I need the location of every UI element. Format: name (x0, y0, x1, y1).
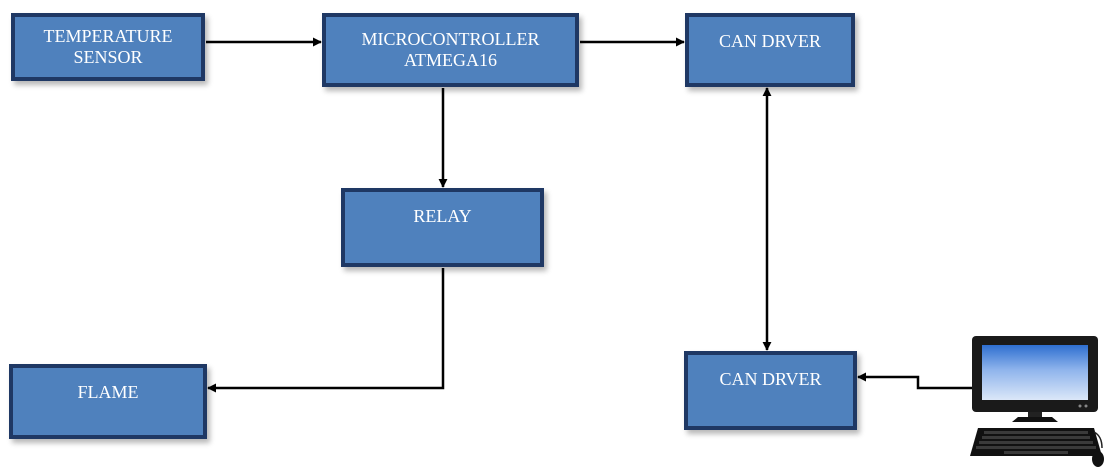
microcontroller-label-line1: MICROCONTROLLER (361, 29, 540, 49)
relay-block: RELAY (341, 188, 544, 267)
arrow-can-driver-to-computer (857, 372, 981, 393)
microcontroller-block: MICROCONTROLLER ATMEGA16 (322, 13, 579, 87)
can-driver-top-block: CAN DRVER (685, 13, 855, 87)
relay-label: RELAY (413, 206, 472, 226)
can-driver-top-label: CAN DRVER (718, 31, 822, 51)
temperature-sensor-label-line1: TEMPERATURE (43, 26, 173, 46)
arrow-relay-to-flame (207, 268, 445, 393)
flame-label: FLAME (77, 382, 139, 402)
microcontroller-label-line2: ATMEGA16 (404, 50, 497, 70)
flame-block: FLAME (9, 364, 207, 439)
temperature-sensor-block: TEMPERATURE SENSOR (11, 13, 205, 81)
desktop-computer-icon (970, 336, 1104, 467)
temperature-sensor-label-line2: SENSOR (73, 47, 143, 67)
can-driver-bottom-label: CAN DRVER (719, 369, 822, 389)
can-driver-bottom-block: CAN DRVER (684, 351, 857, 430)
